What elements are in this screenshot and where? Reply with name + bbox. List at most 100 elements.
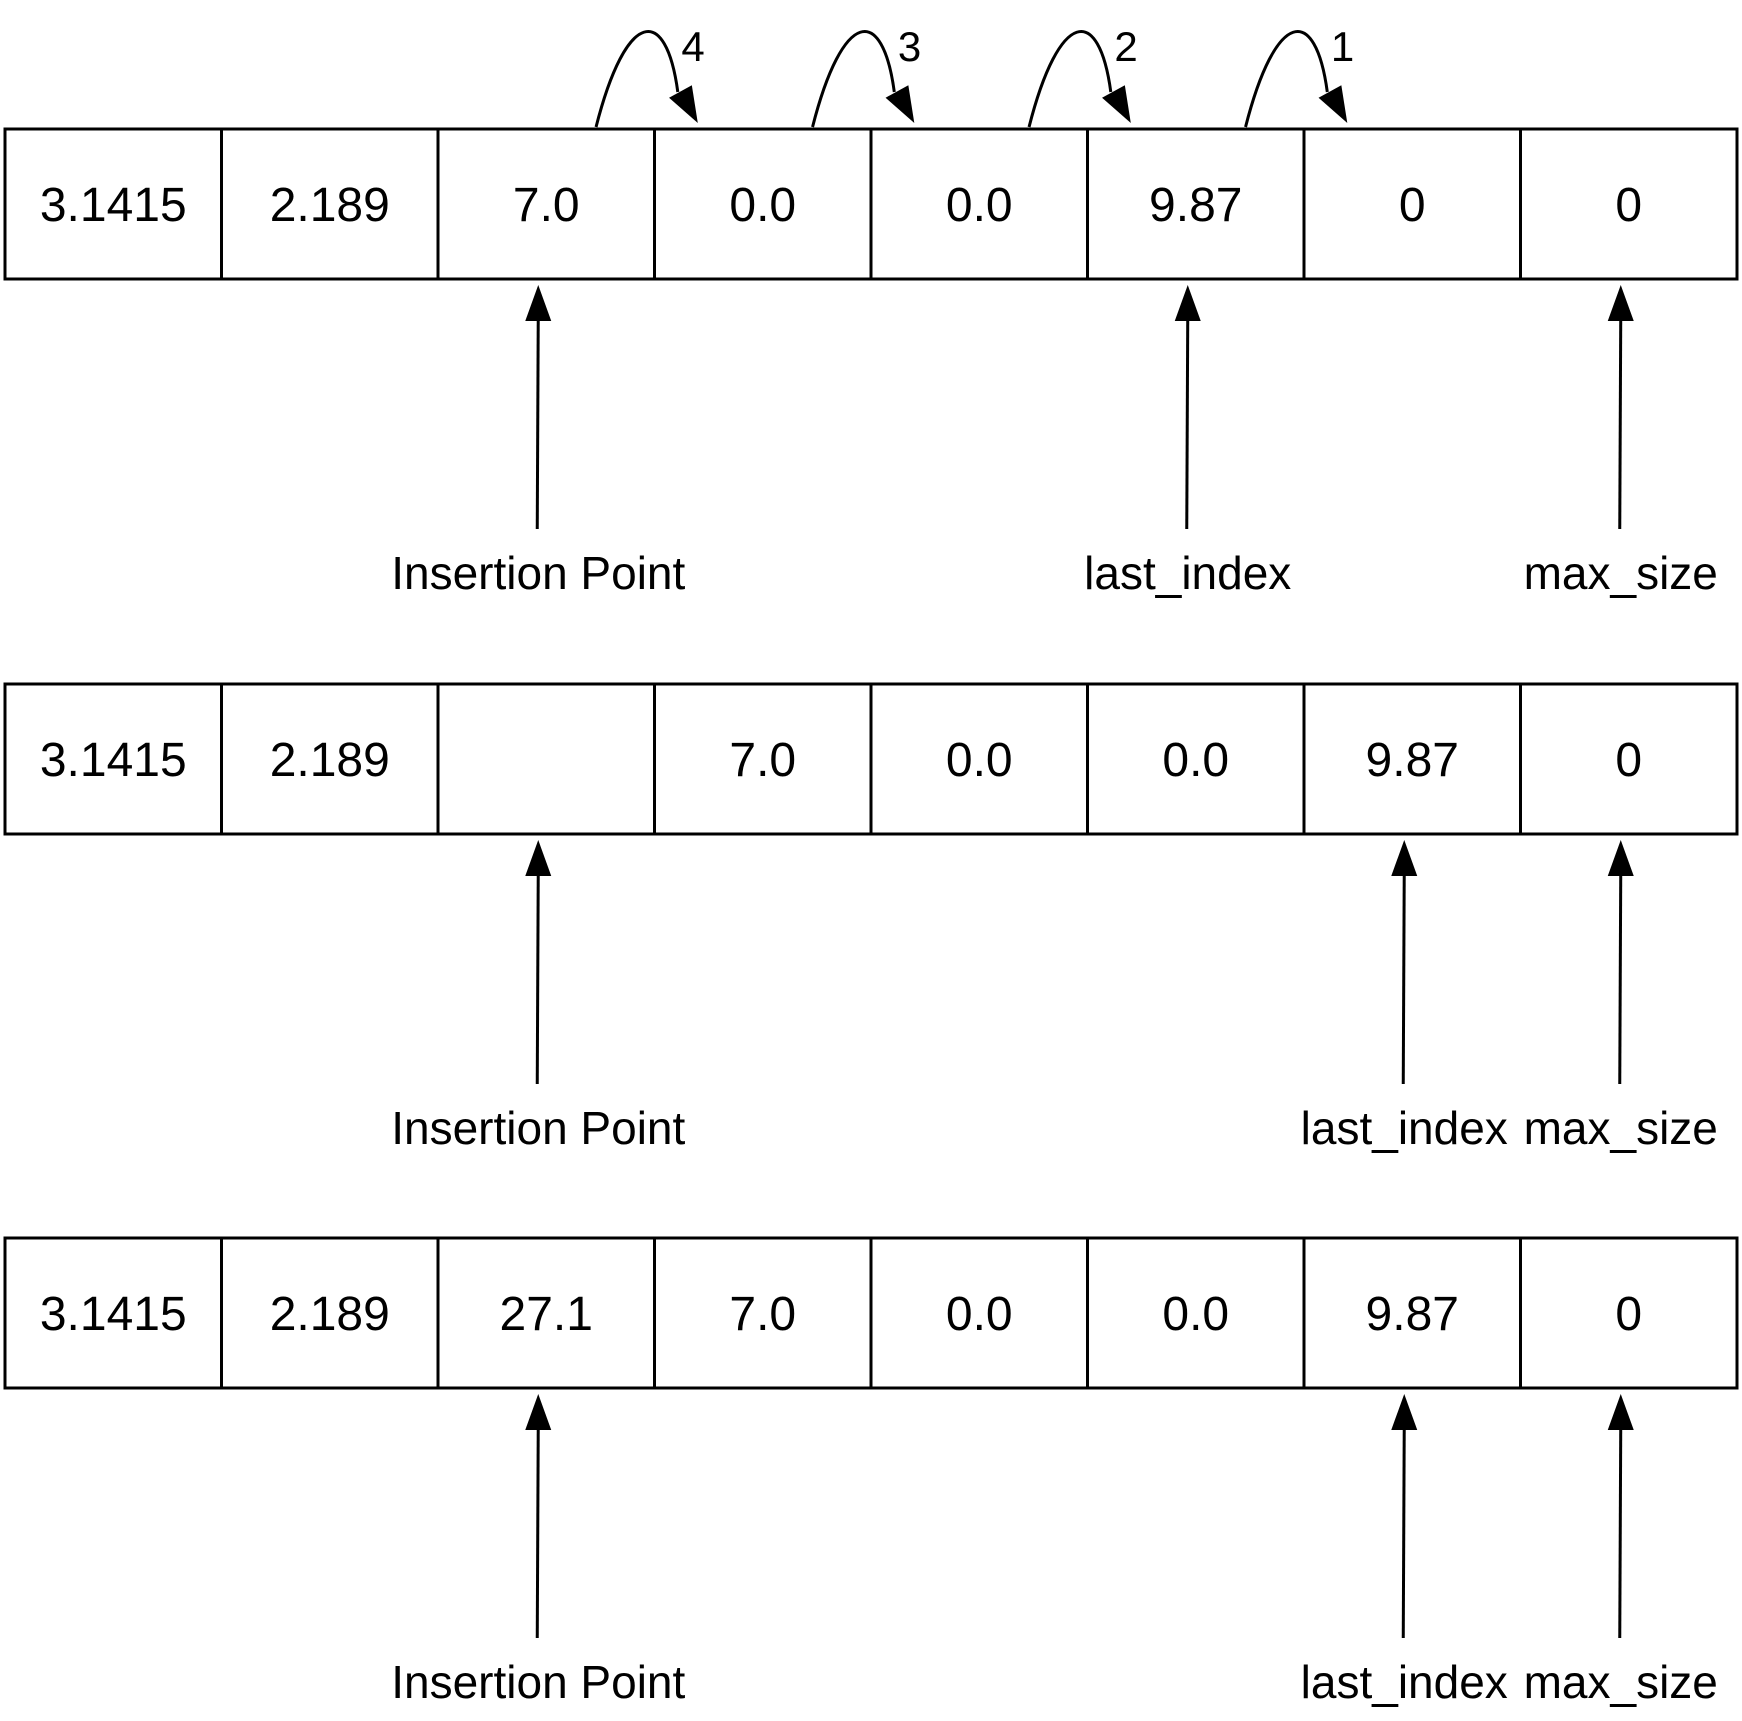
array-cell-box	[653, 1236, 873, 1390]
array-cell: 7.0	[436, 127, 656, 281]
array-cell: 7.0	[653, 682, 873, 836]
array-cell-box	[869, 1236, 1089, 1390]
pointer-arrow-shaft	[535, 869, 540, 1085]
array-cell: 0.0	[1086, 682, 1306, 836]
pointer-arrow-shaft	[1401, 1423, 1406, 1639]
shift-step-number: 4	[681, 23, 704, 70]
pointer-insertion-point: Insertion Point	[391, 1394, 685, 1708]
array-cell-value: 9.87	[1366, 734, 1459, 787]
array-cell-value: 7.0	[729, 1288, 796, 1341]
array-cell-box	[1519, 1236, 1739, 1390]
array-cell-box	[220, 127, 440, 281]
array-cell-value: 7.0	[513, 179, 580, 232]
array-cell-box	[1086, 682, 1306, 836]
pointer-arrow-shaft	[535, 1423, 540, 1639]
pointer-label: Insertion Point	[391, 1102, 685, 1154]
array-cell-value: 9.87	[1366, 1288, 1459, 1341]
array-cell-box	[1302, 1236, 1522, 1390]
array-cell: 3.1415	[3, 127, 223, 281]
array-cell-value: 0.0	[729, 179, 796, 232]
pointer-label: max_size	[1524, 1656, 1718, 1708]
array-cell-value: 0.0	[1162, 734, 1229, 787]
array-cell: 0	[1519, 682, 1739, 836]
array-cell-value: 0	[1615, 734, 1642, 787]
pointer-arrow-shaft	[1185, 314, 1190, 530]
array-cell-value: 3.1415	[40, 1288, 187, 1341]
array-cell-box	[220, 682, 440, 836]
array-cell-box	[1519, 682, 1739, 836]
array-cell-box	[436, 127, 656, 281]
shift-arc-arrow-head	[1318, 85, 1348, 123]
array-cell-box	[3, 1236, 223, 1390]
shift-step-arc: 2	[1027, 23, 1138, 128]
array-cell-box	[220, 1236, 440, 1390]
array-cell-box	[436, 1236, 656, 1390]
array-cell-value: 0.0	[946, 179, 1013, 232]
pointer-last-index: last_index	[1301, 1394, 1508, 1708]
array-cell: 0	[1302, 127, 1522, 281]
pointer-label: max_size	[1524, 547, 1718, 599]
array-cell-box	[1086, 127, 1306, 281]
pointer-label: last_index	[1084, 547, 1291, 599]
array-cell-value: 0	[1615, 1288, 1642, 1341]
array-cell: 2.189	[220, 682, 440, 836]
array-cell: 3.1415	[3, 1236, 223, 1390]
pointer-last-index: last_index	[1084, 285, 1291, 599]
array-cell-box	[869, 682, 1089, 836]
pointer-arrow-shaft	[1618, 1423, 1623, 1639]
array-cell-box	[1519, 127, 1739, 281]
array-cell: 0.0	[653, 127, 873, 281]
array-cell: 0	[1519, 1236, 1739, 1390]
pointer-last-index: last_index	[1301, 840, 1508, 1154]
array-cell: 9.87	[1302, 1236, 1522, 1390]
array-cell-value: 2.189	[270, 1288, 390, 1341]
pointer-label: last_index	[1301, 1102, 1508, 1154]
array-cell: 9.87	[1086, 127, 1306, 281]
pointer-label: last_index	[1301, 1656, 1508, 1708]
pointer-insertion-point: Insertion Point	[391, 285, 685, 599]
pointer-max-size: max_size	[1524, 1394, 1718, 1708]
pointer-arrow-head	[1391, 840, 1418, 876]
shift-step-arc: 1	[1244, 23, 1354, 128]
array-cell: 9.87	[1302, 682, 1522, 836]
array-cell: 2.189	[220, 1236, 440, 1390]
pointer-arrow-shaft	[1618, 314, 1623, 530]
array-cell: 0.0	[1086, 1236, 1306, 1390]
array-cell	[436, 682, 656, 836]
pointer-arrow-head	[1174, 285, 1201, 321]
shift-arc-curve	[594, 30, 680, 128]
array-cell-value: 0.0	[1162, 1288, 1229, 1341]
array-cell: 7.0	[653, 1236, 873, 1390]
shift-arc-arrow-head	[1102, 85, 1131, 123]
array-cell-box	[1302, 127, 1522, 281]
array-cell: 0.0	[869, 1236, 1089, 1390]
pointer-arrow-shaft	[535, 314, 540, 530]
array-cell: 0.0	[869, 127, 1089, 281]
pointer-arrow-shaft	[1618, 869, 1623, 1085]
pointer-label: Insertion Point	[391, 547, 685, 599]
array-cell-value: 0.0	[946, 1288, 1013, 1341]
array-cell-value: 9.87	[1149, 179, 1242, 232]
array-cell-value: 0	[1615, 179, 1642, 232]
array-cell-value: 7.0	[729, 734, 796, 787]
array-cell: 27.1	[436, 1236, 656, 1390]
pointer-arrow-head	[1607, 285, 1634, 321]
pointer-arrow-head	[1391, 1394, 1418, 1430]
array-cell: 0.0	[869, 682, 1089, 836]
pointer-max-size: max_size	[1524, 285, 1718, 599]
array-cell-value: 2.189	[270, 179, 390, 232]
pointer-max-size: max_size	[1524, 840, 1718, 1154]
pointer-arrow-head	[525, 840, 552, 876]
array-cell-value: 0	[1399, 179, 1426, 232]
array-cell-value: 3.1415	[40, 179, 187, 232]
array-cell: 2.189	[220, 127, 440, 281]
array-cell-box	[436, 682, 656, 836]
array-cell-value: 3.1415	[40, 734, 187, 787]
pointer-arrow-shaft	[1401, 869, 1406, 1085]
pointer-label: Insertion Point	[391, 1656, 685, 1708]
shift-arc-arrow-head	[885, 85, 915, 123]
pointer-label: max_size	[1524, 1102, 1718, 1154]
